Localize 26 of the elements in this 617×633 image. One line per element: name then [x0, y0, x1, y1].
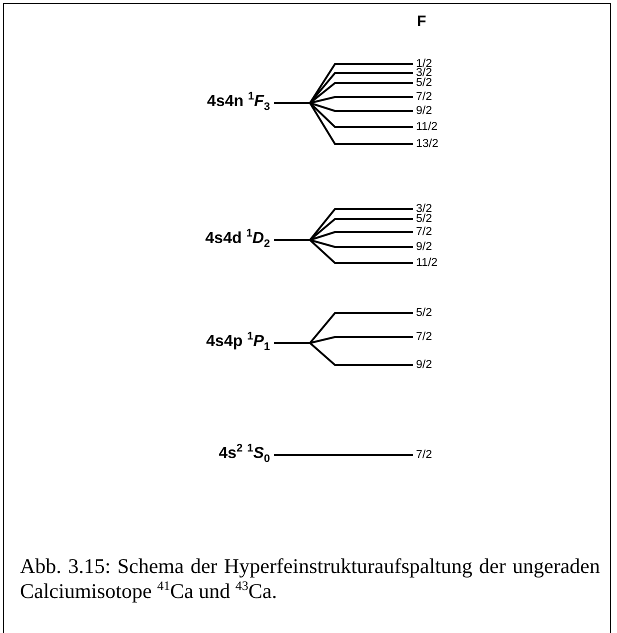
quantum-number-label: 5/2: [416, 308, 432, 318]
quantum-number-label: 5/2: [416, 214, 432, 224]
level-splitting-line: [274, 239, 413, 264]
figure-caption: Abb. 3.15: Schema der Hyperfeinstrukturaufspaltung der ungeraden Calciumisotope $^{41}$Ca und $^{43}$Ca.: [20, 554, 600, 604]
quantum-number-label: 1/2: [416, 59, 432, 69]
quantum-number-label: 3/2: [416, 204, 432, 214]
quantum-number-label: 11/2: [416, 122, 438, 132]
quantum-number-label: 9/2: [416, 106, 432, 116]
quantum-number-label: 9/2: [416, 360, 432, 370]
quantum-number-label: 13/2: [416, 139, 438, 149]
quantum-number-label: 7/2: [416, 227, 432, 237]
energy-level-label: 4s4p $^{1}$P$_{1}$: [206, 333, 270, 351]
energy-level-label: 4s$^{2}$ $^{1}$S$_{0}$: [218, 445, 270, 463]
quantum-number-label: 5/2: [416, 78, 432, 88]
energy-level-label: 4s4n $^{1}$F$_{3}$: [207, 93, 270, 111]
energy-level-label: 4s4d $^{1}$D$_{2}$: [205, 230, 270, 248]
column-heading: F: [417, 13, 426, 30]
quantum-number-label: 9/2: [416, 242, 432, 252]
quantum-number-label: 11/2: [416, 258, 438, 268]
quantum-number-label: 7/2: [416, 92, 432, 102]
quantum-number-label: 7/2: [416, 332, 432, 342]
level-splitting-line: [274, 342, 413, 366]
quantum-number-label: 7/2: [416, 450, 432, 460]
quantum-number-label: 3/2: [416, 68, 432, 78]
level-splitting-line: [274, 454, 413, 456]
level-splitting-line: [274, 102, 413, 145]
